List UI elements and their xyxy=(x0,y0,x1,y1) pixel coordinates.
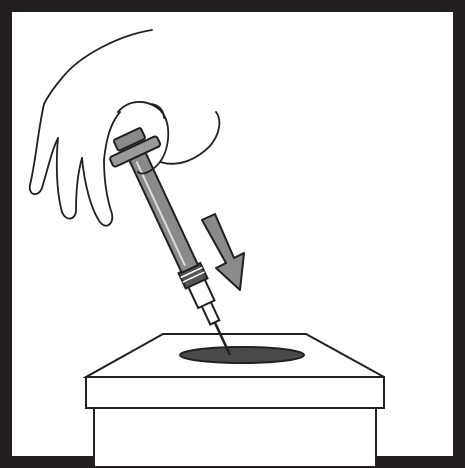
container-opening xyxy=(180,347,304,363)
container-lid-band xyxy=(86,377,384,408)
sharps-container-icon xyxy=(86,334,384,467)
container-body xyxy=(94,407,376,467)
